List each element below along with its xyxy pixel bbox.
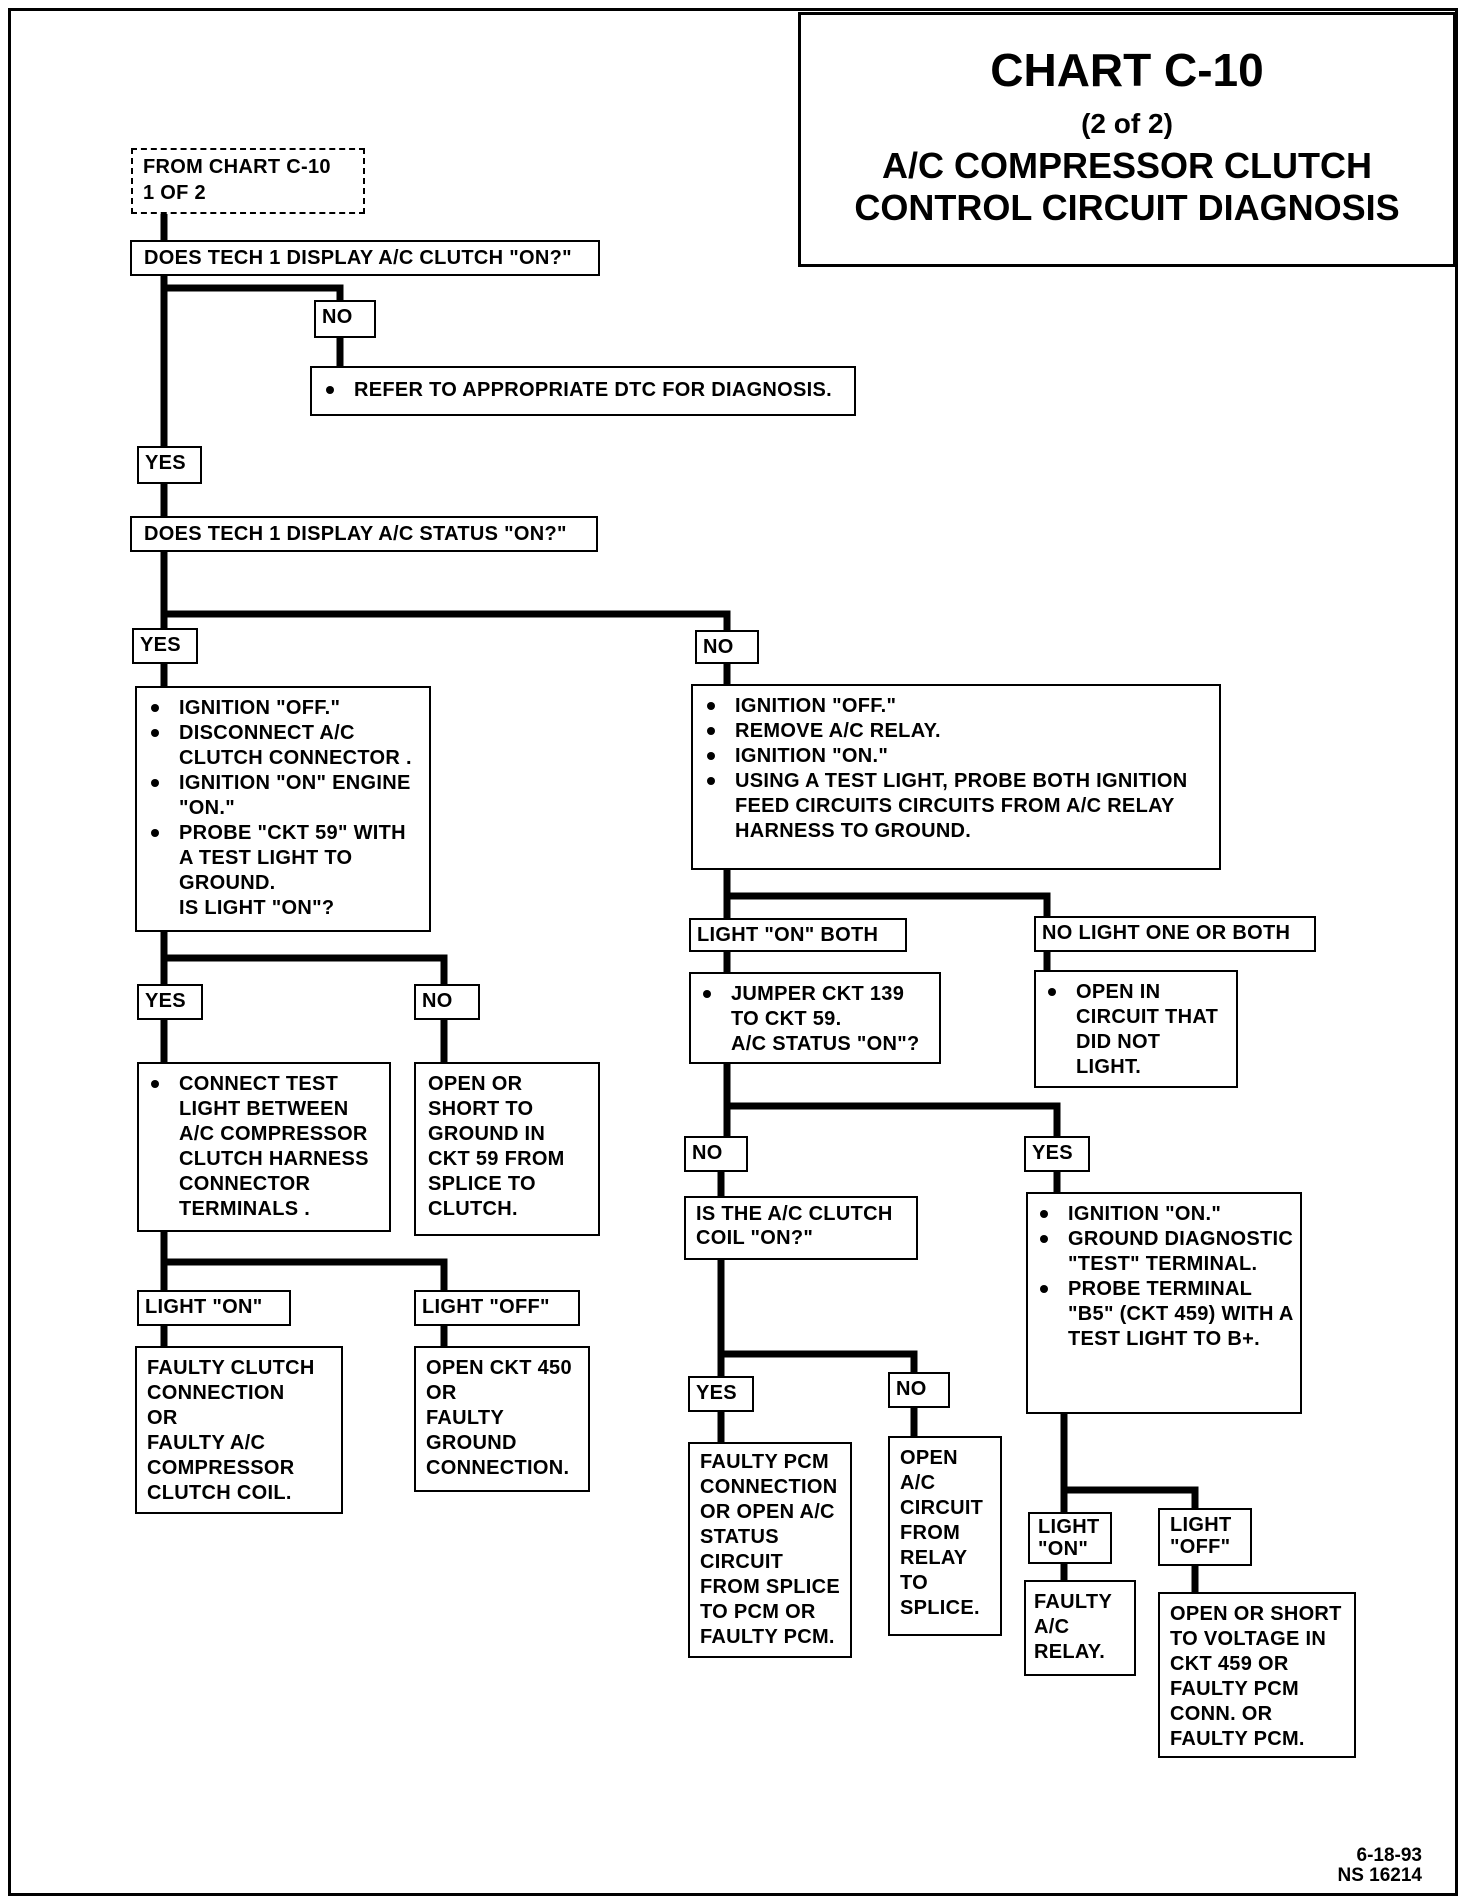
start-reference-box: FROM CHART C-10 1 OF 2 [131,148,365,214]
right-light-on-both-label: LIGHT "ON" BOTH [689,918,907,952]
right-yes-step: GROUND DIAGNOSTIC "TEST" TERMINAL. [1034,1227,1294,1277]
left-step: IGNITION "ON" ENGINE "ON." [145,771,421,821]
right-yes-step: IGNITION "ON." [1034,1202,1294,1227]
question-clutch-box: DOES TECH 1 DISPLAY A/C CLUTCH "ON?" [130,240,600,276]
right-light-off-result-box: OPEN OR SHORT TO VOLTAGE IN CKT 459 OR F… [1158,1592,1356,1758]
question-status-box: DOES TECH 1 DISPLAY A/C STATUS "ON?" [130,516,598,552]
open-circuit-list: OPEN IN CIRCUIT THAT DID NOT LIGHT. [1042,980,1230,1080]
open-circuit-step: OPEN IN CIRCUIT THAT DID NOT LIGHT. [1042,980,1230,1080]
left-step: IGNITION "OFF." [145,696,421,721]
chart-heading-line-1: A/C COMPRESSOR CLUTCH [881,145,1372,186]
q2-no-label: NO [695,630,759,664]
left-yes-label: YES [137,984,203,1020]
chart-title: CHART C-10 [990,44,1264,96]
document-number: NS 16214 [1337,1865,1422,1886]
q1-no-action-box: REFER TO APPROPRIATE DTC FOR DIAGNOSIS. [310,366,856,416]
open-circuit-box: OPEN IN CIRCUIT THAT DID NOT LIGHT. [1034,970,1238,1088]
q1-no-label: NO [314,300,376,338]
chart-title-block: CHART C-10 (2 of 2) A/C COMPRESSOR CLUTC… [798,12,1456,267]
jumper-yes-label: YES [1024,1136,1090,1172]
right-yes-steps-list: IGNITION "ON." GROUND DIAGNOSTIC "TEST" … [1034,1202,1294,1352]
coil-no-label: NO [888,1372,950,1408]
left-step: DISCONNECT A/C CLUTCH CONNECTOR . [145,721,421,771]
coil-yes-label: YES [688,1376,754,1412]
left-steps-list: IGNITION "OFF." DISCONNECT A/C CLUTCH CO… [145,696,421,921]
coil-question-box: IS THE A/C CLUTCH COIL "ON?" [684,1196,918,1260]
q1-no-action-list: REFER TO APPROPRIATE DTC FOR DIAGNOSIS. [320,378,846,403]
right-steps-box: IGNITION "OFF." REMOVE A/C RELAY. IGNITI… [691,684,1221,870]
left-step: PROBE "CKT 59" WITH A TEST LIGHT TO GROU… [145,821,421,921]
left-no-result-box: OPEN OR SHORT TO GROUND IN CKT 59 FROM S… [414,1062,600,1236]
jumper-steps-list: JUMPER CKT 139 TO CKT 59. A/C STATUS "ON… [697,982,933,1057]
coil-no-result-box: OPEN A/C CIRCUIT FROM RELAY TO SPLICE. [888,1436,1002,1636]
left-light-off-label: LIGHT "OFF" [414,1290,580,1326]
q1-yes-label: YES [137,446,202,484]
coil-yes-result-box: FAULTY PCM CONNECTION OR OPEN A/C STATUS… [688,1442,852,1658]
right-step: IGNITION "ON." [701,744,1211,769]
right-no-light-label: NO LIGHT ONE OR BOTH [1034,916,1316,952]
document-date: 6-18-93 [1356,1845,1423,1866]
left-yes-steps-list: CONNECT TEST LIGHT BETWEEN A/C COMPRESSO… [145,1072,383,1222]
right-steps-list: IGNITION "OFF." REMOVE A/C RELAY. IGNITI… [701,694,1211,844]
right-step: USING A TEST LIGHT, PROBE BOTH IGNITION … [701,769,1211,844]
left-yes-step: CONNECT TEST LIGHT BETWEEN A/C COMPRESSO… [145,1072,383,1222]
right-step: REMOVE A/C RELAY. [701,719,1211,744]
document-code: 6-18-93 NS 16214 [1337,1846,1422,1886]
right-light-on-label: LIGHT "ON" [1028,1512,1112,1564]
jumper-step: JUMPER CKT 139 TO CKT 59. A/C STATUS "ON… [697,982,933,1057]
left-steps-box: IGNITION "OFF." DISCONNECT A/C CLUTCH CO… [135,686,431,932]
left-light-off-result-box: OPEN CKT 450 OR FAULTY GROUND CONNECTION… [414,1346,590,1492]
chart-subtitle: (2 of 2) [1081,108,1173,139]
right-light-on-result-box: FAULTY A/C RELAY. [1024,1580,1136,1676]
q1-no-action-step: REFER TO APPROPRIATE DTC FOR DIAGNOSIS. [320,378,846,403]
right-light-off-label: LIGHT "OFF" [1158,1508,1252,1566]
right-step: IGNITION "OFF." [701,694,1211,719]
left-no-label: NO [414,984,480,1020]
chart-heading-line-2: CONTROL CIRCUIT DIAGNOSIS [854,187,1400,228]
jumper-steps-box: JUMPER CKT 139 TO CKT 59. A/C STATUS "ON… [689,972,941,1064]
left-light-on-label: LIGHT "ON" [137,1290,291,1326]
page-border [8,8,1458,1896]
jumper-no-label: NO [684,1136,748,1172]
right-yes-steps-box: IGNITION "ON." GROUND DIAGNOSTIC "TEST" … [1026,1192,1302,1414]
left-light-on-result-box: FAULTY CLUTCH CONNECTION OR FAULTY A/C C… [135,1346,343,1514]
left-yes-steps-box: CONNECT TEST LIGHT BETWEEN A/C COMPRESSO… [137,1062,391,1232]
right-yes-step: PROBE TERMINAL "B5" (CKT 459) WITH A TES… [1034,1277,1294,1352]
q2-yes-label: YES [132,628,198,664]
